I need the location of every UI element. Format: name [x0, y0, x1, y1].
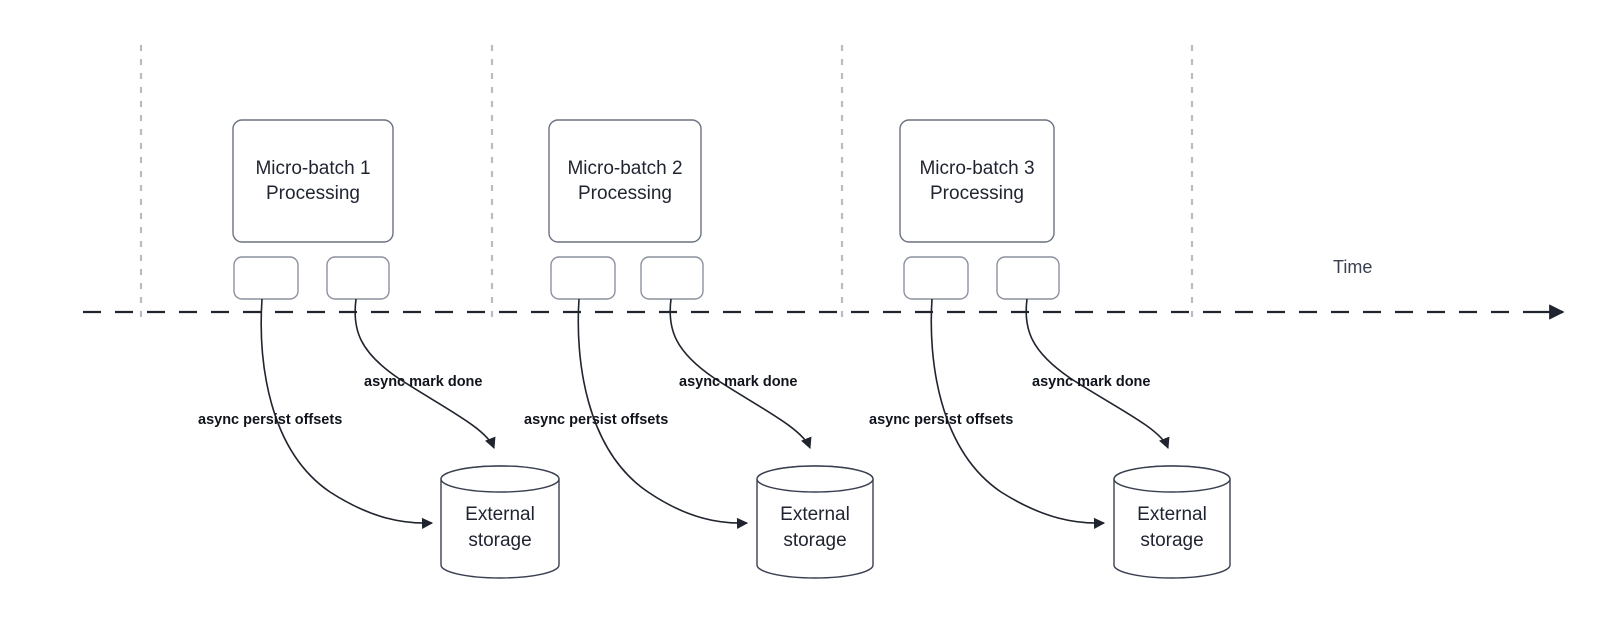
external-storage-label-line2-2: storage — [783, 530, 846, 551]
persist-marker-2[interactable] — [550, 256, 616, 300]
persist-offsets-label-2: async persist offsets — [524, 412, 668, 428]
mark-done-marker-3[interactable] — [996, 256, 1060, 300]
mark-done-label-2: async mark done — [679, 374, 797, 390]
process-box-subtitle-2: Processing — [578, 183, 672, 204]
process-box-title-1: Micro-batch 1 — [255, 158, 370, 179]
mark-done-marker-1[interactable] — [326, 256, 390, 300]
phase-separators — [139, 45, 1194, 322]
persist-offsets-label-1: async persist offsets — [198, 412, 342, 428]
mark-done-label-1: async mark done — [364, 374, 482, 390]
process-box-3[interactable] — [899, 119, 1055, 243]
mark-done-edge-3 — [1025, 298, 1170, 450]
mark-done-marker-2[interactable] — [640, 256, 704, 300]
process-box-subtitle-3: Processing — [930, 183, 1024, 204]
external-storage-cylinder-top-3 — [1113, 465, 1231, 493]
external-storage-label-line1-3: External — [1137, 504, 1207, 525]
time-axis: Time — [83, 257, 1565, 320]
external-storage-cylinder-top-2 — [756, 465, 874, 493]
time-axis-label: Time — [1333, 257, 1372, 277]
persist-offsets-edge-3 — [930, 298, 1106, 529]
process-box-title-3: Micro-batch 3 — [919, 158, 1034, 179]
persist-marker-3[interactable] — [903, 256, 969, 300]
process-box-title-2: Micro-batch 2 — [567, 158, 682, 179]
external-storage-label-line2-3: storage — [1140, 530, 1203, 551]
process-box-2[interactable] — [548, 119, 702, 243]
persist-offsets-label-3: async persist offsets — [869, 412, 1013, 428]
process-box-subtitle-1: Processing — [266, 183, 360, 204]
process-box-1[interactable] — [232, 119, 394, 243]
external-storage-label-line1-1: External — [465, 504, 535, 525]
external-storage-label-line1-2: External — [780, 504, 850, 525]
mark-done-edge-1 — [354, 298, 496, 450]
mark-done-edge-2 — [669, 298, 812, 450]
external-storage-label-line2-1: storage — [468, 530, 531, 551]
persist-offsets-edge-1 — [260, 298, 434, 529]
mark-done-label-3: async mark done — [1032, 374, 1150, 390]
persist-marker-1[interactable] — [233, 256, 299, 300]
persist-offsets-edge-2 — [577, 298, 749, 529]
external-storage-cylinder-top-1 — [440, 465, 560, 493]
